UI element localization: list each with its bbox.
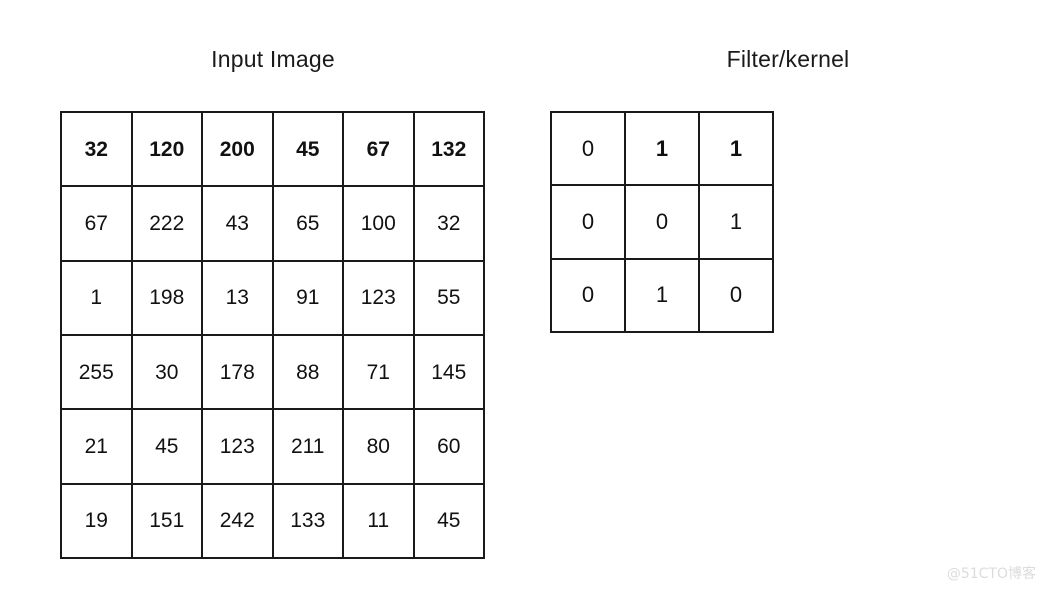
matrix-cell: 132 bbox=[414, 113, 485, 188]
matrix-cell: 30 bbox=[132, 336, 203, 411]
matrix-cell: 0 bbox=[700, 259, 774, 333]
matrix-cell: 13 bbox=[203, 261, 274, 336]
matrix-cell: 91 bbox=[273, 261, 344, 336]
matrix-cell: 222 bbox=[132, 187, 203, 262]
matrix-cell: 200 bbox=[203, 113, 274, 188]
matrix-cell: 21 bbox=[62, 410, 133, 485]
matrix-cell: 65 bbox=[273, 187, 344, 262]
matrix-cell: 67 bbox=[62, 187, 133, 262]
matrix-cell: 145 bbox=[414, 336, 485, 411]
matrix-cell: 123 bbox=[344, 261, 415, 336]
input-image-title: Input Image bbox=[211, 46, 335, 72]
matrix-cell: 0 bbox=[626, 186, 700, 260]
matrix-cell: 178 bbox=[203, 336, 274, 411]
filter-kernel-title: Filter/kernel bbox=[726, 46, 850, 72]
matrix-cell: 80 bbox=[344, 410, 415, 485]
matrix-cell: 88 bbox=[273, 336, 344, 411]
matrix-cell: 67 bbox=[344, 113, 415, 188]
matrix-cell: 123 bbox=[203, 410, 274, 485]
matrix-cell: 71 bbox=[344, 336, 415, 411]
matrix-cell: 242 bbox=[203, 484, 274, 559]
matrix-cell: 198 bbox=[132, 261, 203, 336]
matrix-cell: 60 bbox=[414, 410, 485, 485]
matrix-cell: 43 bbox=[203, 187, 274, 262]
matrix-cell: 255 bbox=[62, 336, 133, 411]
matrix-cell: 45 bbox=[273, 113, 344, 188]
matrix-cell: 45 bbox=[414, 484, 485, 559]
matrix-cell: 32 bbox=[62, 113, 133, 188]
matrix-cell: 0 bbox=[552, 113, 626, 187]
matrix-cell: 1 bbox=[626, 259, 700, 333]
matrix-cell: 133 bbox=[273, 484, 344, 559]
matrix-cell: 1 bbox=[62, 261, 133, 336]
matrix-cell: 151 bbox=[132, 484, 203, 559]
matrix-cell: 19 bbox=[62, 484, 133, 559]
matrix-cell: 1 bbox=[700, 186, 774, 260]
watermark: @51CTO博客 bbox=[946, 566, 1036, 582]
matrix-cell: 211 bbox=[273, 410, 344, 485]
matrix-cell: 1 bbox=[700, 113, 774, 187]
matrix-cell: 1 bbox=[626, 113, 700, 187]
matrix-cell: 0 bbox=[552, 259, 626, 333]
matrix-cell: 45 bbox=[132, 410, 203, 485]
matrix-cell: 55 bbox=[414, 261, 485, 336]
matrix-cell: 11 bbox=[344, 484, 415, 559]
matrix-cell: 100 bbox=[344, 187, 415, 262]
matrix-cell: 32 bbox=[414, 187, 485, 262]
matrix-cell: 0 bbox=[552, 186, 626, 260]
matrix-cell: 120 bbox=[132, 113, 203, 188]
